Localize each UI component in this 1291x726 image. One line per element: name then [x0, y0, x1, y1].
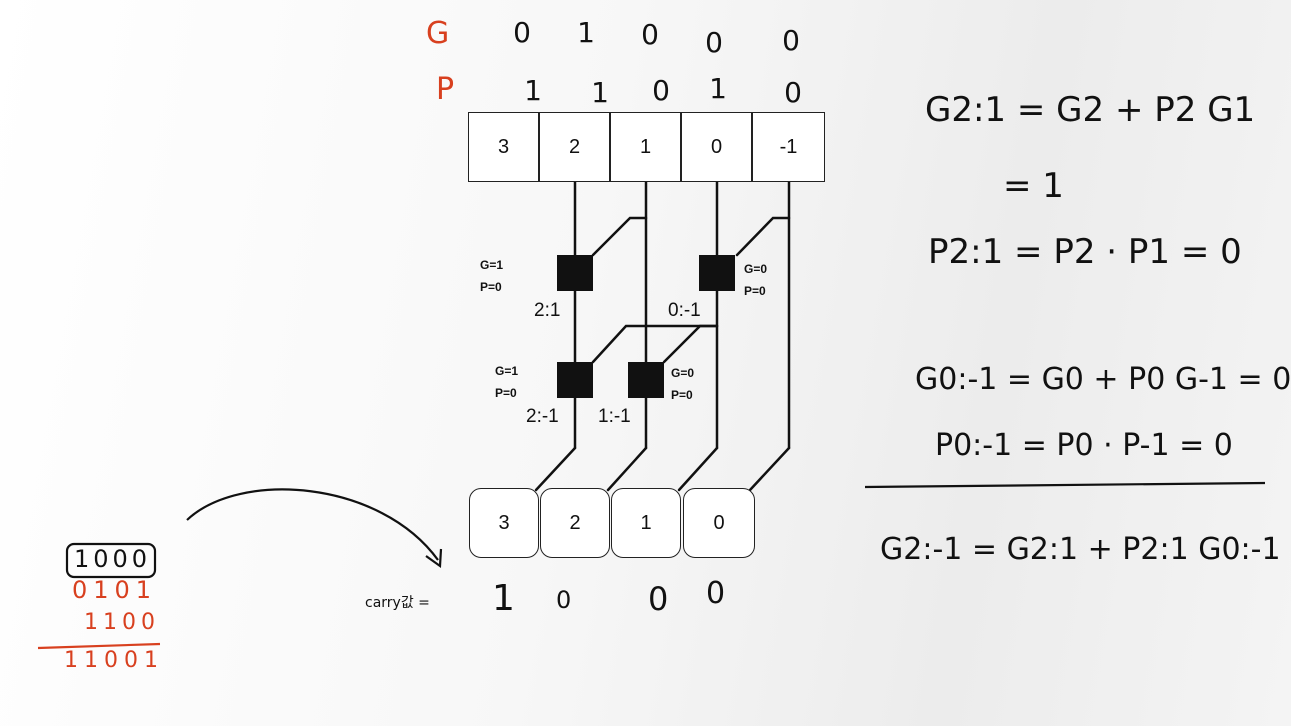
- node-note-2-1-g: G=1: [480, 258, 504, 272]
- node-note-2-m1: G=1 P=0: [495, 360, 518, 404]
- node-note-1-m1-p: P=0: [671, 388, 693, 402]
- input-cell-0: 0: [681, 112, 752, 182]
- g-bit-3: 0: [513, 16, 531, 49]
- arrow-head-icon: [425, 548, 443, 569]
- g-bit-1: 0: [641, 18, 659, 51]
- carry-bit-1: 0: [648, 580, 669, 618]
- g-row-label: G: [426, 16, 450, 51]
- equation-p21: P2:1 = P2 · P1 = 0: [928, 232, 1242, 272]
- wire-out3: [534, 446, 577, 492]
- equation-g21-result: = 1: [1003, 166, 1064, 206]
- wire-feed-21: [591, 216, 648, 257]
- node-0-m1: [699, 255, 735, 291]
- curved-arrow: [186, 488, 439, 561]
- side-calc-line2: 0101: [72, 576, 158, 604]
- wire-feed-0m1: [735, 216, 791, 257]
- node-note-0-m1-g: G=0: [744, 262, 768, 276]
- equation-g21: G2:1 = G2 + P2 G1: [925, 90, 1256, 130]
- node-note-2-m1-g: G=1: [495, 364, 519, 378]
- node-label-2-1: 2:1: [534, 300, 561, 321]
- wire-out0: [748, 446, 791, 492]
- equation-g2m1: G2:-1 = G2:1 + P2:1 G0:-1: [880, 532, 1281, 567]
- g-bit-0: 0: [705, 26, 723, 59]
- node-label-2-m1: 2:-1: [526, 406, 559, 427]
- node-2-1: [557, 255, 593, 291]
- node-note-1-m1-g: G=0: [671, 366, 695, 380]
- carry-bit-2: 0: [556, 586, 572, 614]
- wire-out2: [606, 446, 648, 492]
- input-cell-2: 2: [539, 112, 610, 182]
- carry-bit-0: 0: [706, 576, 726, 611]
- node-1-m1: [628, 362, 664, 398]
- node-note-0-m1: G=0 P=0: [744, 258, 767, 302]
- side-calc-line3: 1100: [84, 610, 160, 635]
- input-cell-m1: -1: [752, 112, 825, 182]
- node-note-2-m1-p: P=0: [495, 386, 517, 400]
- p-bit-m1: 0: [784, 76, 802, 109]
- p-bit-2: 1: [591, 76, 609, 109]
- output-cell-1: 1: [611, 488, 681, 558]
- g-bit-2: 1: [577, 16, 595, 49]
- node-note-2-1: G=1 P=0: [480, 254, 503, 298]
- node-note-2-1-p: P=0: [480, 280, 502, 294]
- node-note-0-m1-p: P=0: [744, 284, 766, 298]
- p-row-label: P: [436, 72, 455, 107]
- side-calc-underline: [37, 642, 161, 650]
- wire-out1: [677, 446, 719, 492]
- node-2-m1: [557, 362, 593, 398]
- output-cell-0: 0: [683, 488, 755, 558]
- g-bit-m1: 0: [782, 24, 800, 57]
- input-cell-1: 1: [610, 112, 681, 182]
- wire-feed-2m1: [591, 324, 719, 364]
- equation-g0m1: G0:-1 = G0 + P0 G-1 = 0: [915, 362, 1291, 397]
- side-calc-result: 11001: [64, 648, 164, 673]
- carry-bit-3: 1: [492, 578, 515, 619]
- node-note-1-m1: G=0 P=0: [671, 362, 694, 406]
- input-cell-3: 3: [468, 112, 539, 182]
- output-cell-2: 2: [540, 488, 610, 558]
- carry-label: carry값 =: [365, 595, 430, 611]
- side-calc-box: [65, 542, 157, 579]
- equation-p0m1: P0:-1 = P0 · P-1 = 0: [935, 428, 1233, 463]
- p-bit-0: 1: [709, 72, 727, 105]
- p-bit-3: 1: [524, 74, 542, 107]
- wire-feed-1m1: [662, 324, 719, 364]
- p-bit-1: 0: [652, 74, 670, 107]
- side-calc-boxed: 1000: [74, 545, 152, 573]
- node-label-1-m1: 1:-1: [598, 406, 631, 427]
- equation-divider: [864, 481, 1266, 489]
- output-cell-3: 3: [469, 488, 539, 558]
- node-label-0-m1: 0:-1: [668, 300, 701, 321]
